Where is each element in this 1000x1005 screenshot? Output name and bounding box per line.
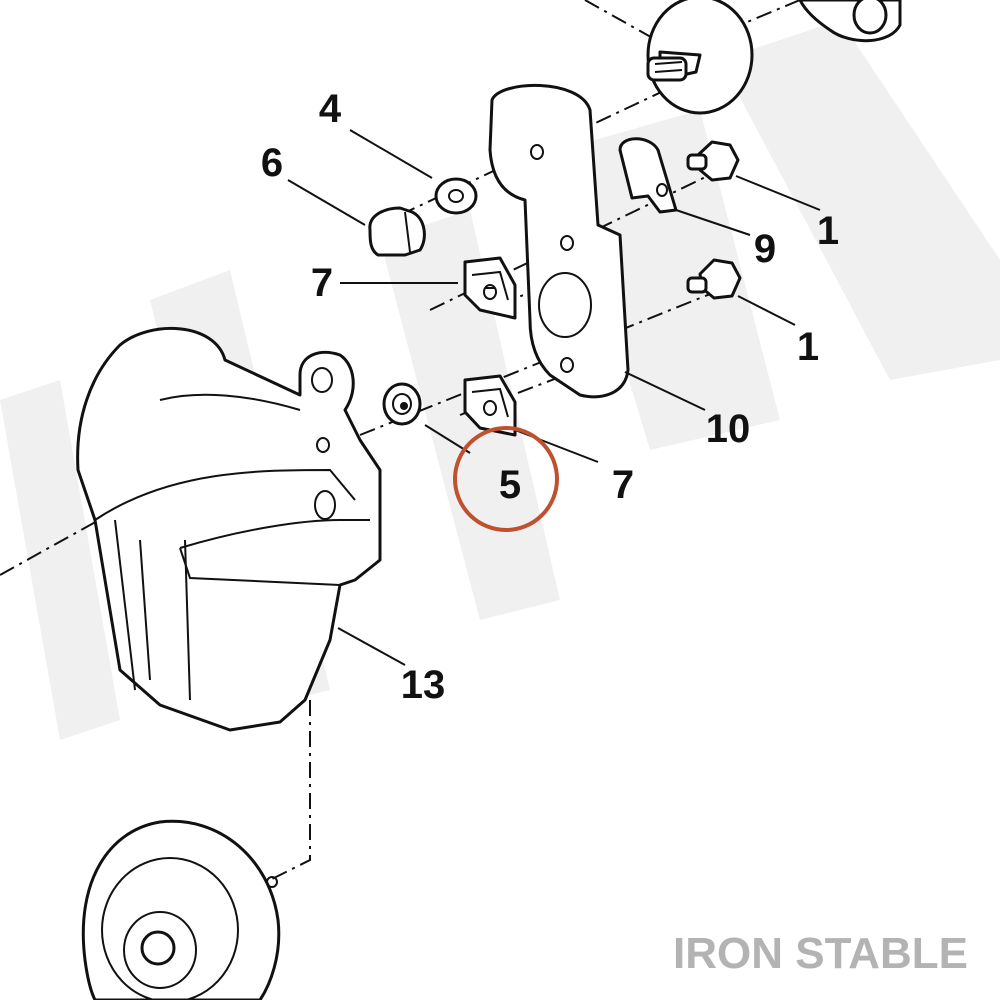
top-right-bracket <box>798 0 902 43</box>
highlight-ring <box>453 426 559 532</box>
callout-5: 5 <box>499 463 521 507</box>
mounting-plate-10 <box>488 84 630 399</box>
callout-6: 6 <box>261 141 283 185</box>
top-cylinder-mount <box>646 0 754 115</box>
callout-4: 4 <box>319 87 342 131</box>
callout-1-upper: 1 <box>817 209 839 253</box>
callout-1-lower: 1 <box>797 325 819 369</box>
washer-4 <box>434 177 478 215</box>
speed-nut-7-upper <box>463 256 517 320</box>
speed-nut-7-lower <box>463 374 517 437</box>
flange-nut-5 <box>382 382 422 426</box>
brand-watermark: IRON STABLE <box>673 929 968 978</box>
p-clamp-9 <box>618 137 678 214</box>
callout-7-upper: 7 <box>311 261 333 305</box>
callout-7-lower: 7 <box>612 463 634 507</box>
flange-bolt-1-upper <box>686 140 740 182</box>
flange-bolt-1-lower <box>686 258 742 300</box>
callout-9: 9 <box>754 227 776 271</box>
leader-lines <box>287 129 821 666</box>
callout-13: 13 <box>401 663 446 707</box>
callout-10: 10 <box>706 407 751 451</box>
cover-13 <box>76 326 382 732</box>
bottom-round-base <box>81 819 281 1003</box>
cap-nut-6 <box>368 206 426 257</box>
callout-labels: 4 6 7 5 7 1 9 1 10 13 <box>261 87 839 707</box>
